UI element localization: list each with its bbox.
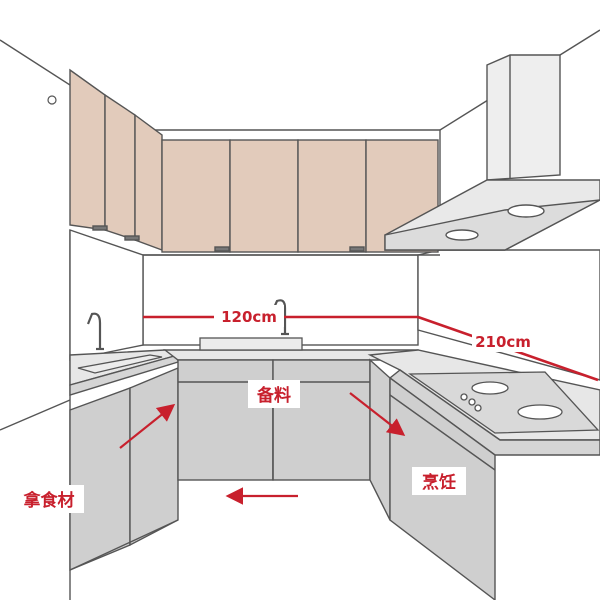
knob-icon xyxy=(474,404,482,412)
knob-icon xyxy=(460,393,468,401)
lower-cabinet-back-2 xyxy=(272,359,371,481)
upper-cabinet-left-3 xyxy=(134,113,163,252)
range-hood xyxy=(384,54,600,251)
workflow-arrows xyxy=(119,392,406,505)
upper-cabinet-back-1 xyxy=(161,139,231,253)
back-sink xyxy=(199,337,303,351)
upper-cabinet-back-2 xyxy=(229,139,299,253)
take-food-zone-label: 拿食材 xyxy=(23,490,75,511)
lower-cabinet-left-2 xyxy=(129,366,179,547)
cooktop xyxy=(407,371,600,434)
knob-icon xyxy=(468,398,476,406)
measurement-labels: 120cm 210cm xyxy=(214,305,534,352)
upper-cabinet-left-1 xyxy=(69,68,106,231)
lower-cabinet-back-1 xyxy=(177,359,274,481)
upper-cabinet-back-3 xyxy=(297,139,367,253)
faucet-icon xyxy=(86,312,104,351)
width-back-label: 120cm xyxy=(221,308,277,326)
width-right-label: 210cm xyxy=(475,333,531,351)
lower-cabinet-left-1 xyxy=(69,386,131,572)
prep-zone-label: 备料 xyxy=(256,385,291,406)
cook-zone-label: 烹饪 xyxy=(422,472,456,493)
upper-cabinet-left-2 xyxy=(104,93,136,241)
upper-cabinets xyxy=(69,68,440,256)
ceiling-light-icon xyxy=(47,95,57,105)
arrow-icon xyxy=(119,403,176,449)
left-sink xyxy=(77,354,163,374)
burner-icon xyxy=(471,381,509,395)
faucet-icon xyxy=(271,299,289,336)
zone-labels: 备料 烹饪 拿食材 xyxy=(14,380,466,513)
arrow-icon xyxy=(349,392,406,437)
lower-cabinet-right-1 xyxy=(369,358,391,521)
burner-icon xyxy=(517,404,563,420)
